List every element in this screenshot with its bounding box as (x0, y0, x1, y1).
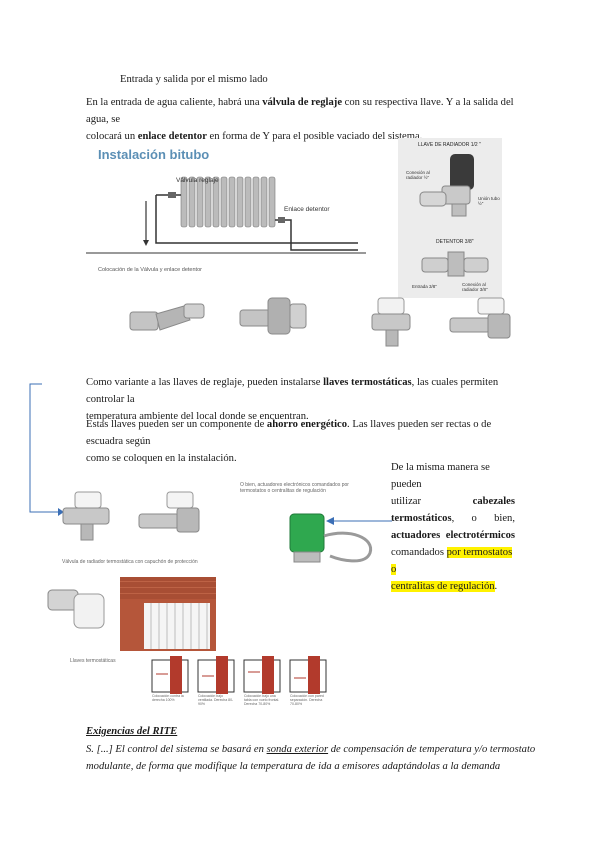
section-body: S. [...] El control del sistema se basar… (86, 744, 536, 772)
paragraph-valves: En la entrada de agua caliente, habrá un… (86, 97, 514, 142)
valve-illustration (419, 154, 489, 277)
y-valve-photo (129, 303, 205, 331)
thermostatic-valves-caption: Válvula de radiador termostática con cap… (62, 559, 198, 565)
placement-caption-1: Colocación contra la derecha 100% (152, 694, 184, 702)
section-subtitle: Entrada y salida por el mismo lado (120, 74, 268, 85)
actuator-pointer-arrow (326, 517, 392, 525)
radiator-wall-photo (120, 577, 216, 651)
thermostatic-valves-photo (62, 491, 200, 541)
detent-label: Enlace detentor (284, 206, 330, 213)
radiator-valve-photo: LLAVE DE RADIADOR 1/2 " Conexión al radi… (398, 138, 502, 298)
bitube-installation-figure: Instalación bitubo Válvula reglaje Enlac… (86, 140, 366, 275)
figure-caption: Colocación de la Válvula y enlace detent… (98, 267, 202, 273)
label-radiator-connection: Conexión al radiador ½" (406, 170, 430, 180)
placement-caption-2: Colocación bajo ventilada. Derecha 80-90… (198, 694, 234, 706)
valve-photos-row (129, 297, 511, 347)
paragraph-energy-saving: Estas llaves pueden ser un componente de… (86, 419, 492, 464)
figure-title: Instalación bitubo (98, 147, 210, 162)
blue-connector-arrow (29, 383, 64, 516)
valve-label: Válvula reglaje (176, 177, 219, 184)
placement-caption-4: Colocación con pared separación. Derecha… (290, 694, 324, 706)
radiator-diagram (86, 176, 366, 254)
thermostatic-heads-caption: Llaves termostáticas (70, 658, 116, 664)
label-tube-union: Unión tubo ½" (478, 196, 500, 206)
paragraph-thermostatic: Como variante a las llaves de reglaje, p… (86, 377, 499, 422)
label-inlet: Entrada 3/8" (412, 284, 437, 289)
actuator-caption: O bien, actuadores electrónicos comandad… (240, 482, 349, 494)
electrothermal-actuator-photo (289, 513, 373, 563)
photo-title: LLAVE DE RADIADOR 1/2 " (418, 142, 481, 148)
thermostatic-valve-photo-1 (371, 297, 411, 347)
thermostatic-head-photo (47, 589, 105, 629)
label-outlet: Conexión al radiador 3/8" (462, 282, 488, 292)
label-detentor: DETENTOR 3/8" (436, 239, 474, 245)
thermostatic-valve-photo-2 (449, 297, 511, 339)
placement-caption-3: Colocación bajo una tabla con vuelo fron… (244, 694, 280, 706)
radiator-placement-diagrams (151, 656, 327, 694)
section-title: Exigencias del RITE (86, 726, 178, 737)
angle-valve-photo (239, 297, 307, 335)
